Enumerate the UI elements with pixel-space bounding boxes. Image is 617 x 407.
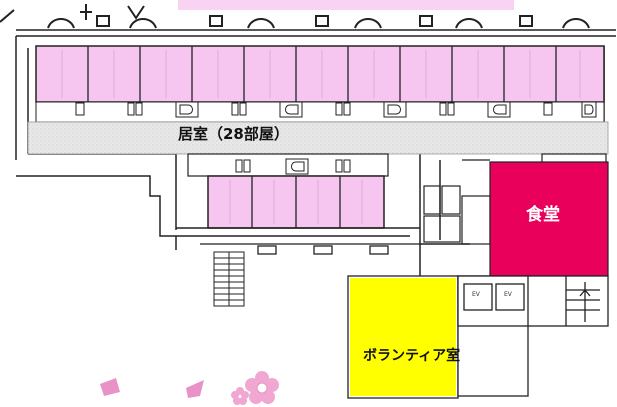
upper-living-rooms: [35, 45, 605, 123]
dining-hall-label: 食堂: [526, 205, 560, 225]
corner-glyph: [0, 4, 145, 23]
dining-hall: [489, 161, 609, 277]
sink-icons: [75, 102, 553, 116]
volunteer-room-label: ボランティア室: [363, 348, 461, 364]
toilet-icons: [175, 101, 597, 118]
window-arch-icons: [47, 15, 590, 29]
lower-living-rooms: [176, 153, 420, 237]
elevator-label-1: EV: [472, 291, 480, 298]
volunteer-room-block: [347, 275, 609, 399]
lower-windows: [200, 243, 420, 255]
stairs-icon: [213, 251, 245, 307]
elevator-label-2: EV: [504, 291, 512, 298]
header-band: [178, 0, 514, 10]
cherry-blossom-icon: [100, 371, 279, 405]
corridor: [27, 121, 609, 155]
living-rooms-label: 居室（28部屋）: [178, 125, 289, 143]
